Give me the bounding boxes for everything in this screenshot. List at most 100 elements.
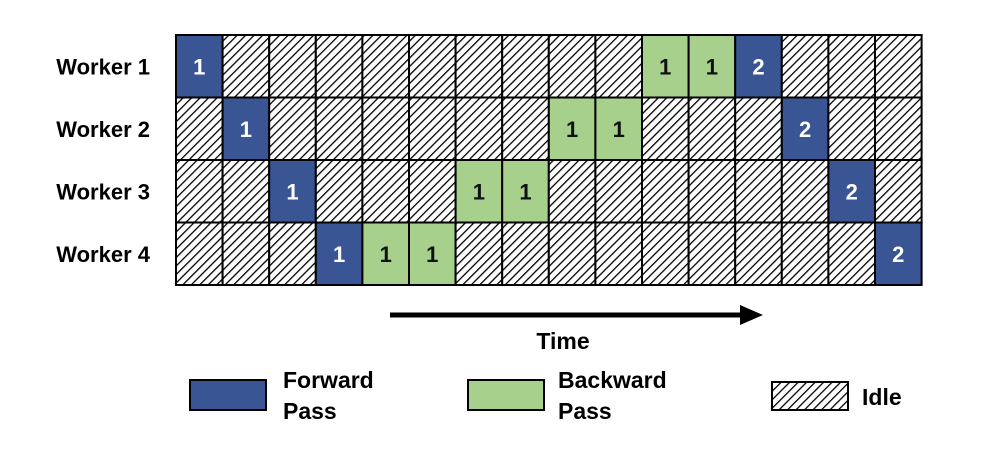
cell-background xyxy=(547,221,597,286)
forward-pass-cell: 2 xyxy=(874,221,923,286)
forward-pass-cell: 2 xyxy=(780,96,830,161)
time-label: Time xyxy=(536,328,589,354)
idle-cell xyxy=(175,159,224,224)
worker-label: Worker 4 xyxy=(56,242,151,267)
micro-batch-number: 1 xyxy=(566,117,578,142)
idle-cell xyxy=(221,34,271,99)
idle-cell xyxy=(268,34,317,99)
idle-cell xyxy=(314,96,364,161)
micro-batch-number: 2 xyxy=(752,54,764,79)
backward-pass-cell: 1 xyxy=(454,159,504,224)
cell-background xyxy=(780,159,830,224)
cell-background xyxy=(454,221,504,286)
idle-cell xyxy=(361,96,410,161)
legend-backward-label-line1: Backward xyxy=(558,367,667,393)
cell-background xyxy=(874,34,923,99)
idle-cell xyxy=(641,96,690,161)
idle-cell xyxy=(454,96,504,161)
idle-cell xyxy=(734,221,783,286)
backward-pass-cell: 1 xyxy=(594,96,644,161)
time-arrow-head xyxy=(740,305,763,325)
idle-cell xyxy=(547,34,597,99)
cell-background xyxy=(641,159,690,224)
idle-cell xyxy=(454,34,504,99)
cell-background xyxy=(780,34,830,99)
legend-forward-label-line2: Pass xyxy=(283,398,337,424)
legend-backward-swatch xyxy=(467,379,545,411)
cell-background xyxy=(501,96,550,161)
idle-cell xyxy=(734,96,783,161)
legend: Forward Pass Backward Pass Idle xyxy=(189,367,902,424)
cell-background xyxy=(734,96,783,161)
idle-cell xyxy=(594,34,644,99)
idle-cell xyxy=(687,221,737,286)
cell-background xyxy=(268,221,317,286)
idle-cell xyxy=(827,221,877,286)
cell-background xyxy=(874,159,923,224)
cell-background xyxy=(314,159,364,224)
cell-background xyxy=(268,34,317,99)
cell-background xyxy=(221,221,271,286)
micro-batch-number: 1 xyxy=(659,54,671,79)
cell-background xyxy=(314,96,364,161)
idle-cell xyxy=(268,221,317,286)
idle-cell xyxy=(501,221,550,286)
backward-pass-cell: 1 xyxy=(687,34,737,99)
cell-background xyxy=(454,96,504,161)
cell-background xyxy=(361,34,410,99)
cell-background xyxy=(687,221,737,286)
cell-background xyxy=(687,96,737,161)
cell-background xyxy=(175,221,224,286)
idle-cell xyxy=(175,221,224,286)
cell-background xyxy=(501,34,550,99)
cell-background xyxy=(641,221,690,286)
idle-cell xyxy=(454,221,504,286)
cell-background xyxy=(780,221,830,286)
backward-pass-cell: 1 xyxy=(547,96,597,161)
cell-background xyxy=(827,96,877,161)
idle-cell xyxy=(547,159,597,224)
idle-cell xyxy=(361,159,410,224)
idle-cell xyxy=(221,221,271,286)
worker-label: Worker 3 xyxy=(56,179,150,204)
idle-cell xyxy=(547,221,597,286)
cell-background xyxy=(547,34,597,99)
idle-cell xyxy=(874,34,923,99)
legend-forward-swatch xyxy=(189,379,267,411)
cell-background xyxy=(175,34,224,99)
idle-cell xyxy=(780,34,830,99)
legend-backward-label-line2: Pass xyxy=(558,398,612,424)
idle-cell xyxy=(501,34,550,99)
micro-batch-number: 1 xyxy=(706,54,718,79)
micro-batch-number: 1 xyxy=(286,179,298,204)
cell-background xyxy=(687,159,737,224)
backward-pass-cell: 1 xyxy=(501,159,550,224)
idle-cell xyxy=(501,96,550,161)
cell-background xyxy=(594,221,644,286)
cell-background xyxy=(547,159,597,224)
micro-batch-number: 1 xyxy=(193,54,205,79)
forward-pass-cell: 1 xyxy=(314,221,364,286)
legend-idle-label: Idle xyxy=(862,384,902,410)
idle-cell xyxy=(780,221,830,286)
forward-pass-cell: 2 xyxy=(827,159,877,224)
cell-background xyxy=(268,96,317,161)
cell-background xyxy=(827,34,877,99)
idle-cell xyxy=(221,159,271,224)
cell-background xyxy=(454,159,504,224)
legend-idle-swatch xyxy=(771,381,849,411)
micro-batch-number: 1 xyxy=(333,242,345,267)
cell-background xyxy=(361,96,410,161)
forward-pass-cell: 1 xyxy=(268,159,317,224)
micro-batch-number: 2 xyxy=(799,117,811,142)
cell-background xyxy=(221,159,271,224)
time-axis: Time xyxy=(390,305,763,354)
micro-batch-number: 1 xyxy=(519,179,531,204)
idle-cell xyxy=(408,159,457,224)
cell-background xyxy=(175,96,224,161)
cell-background xyxy=(827,159,877,224)
cell-background xyxy=(827,221,877,286)
cell-background xyxy=(780,96,830,161)
cell-background xyxy=(361,221,410,286)
